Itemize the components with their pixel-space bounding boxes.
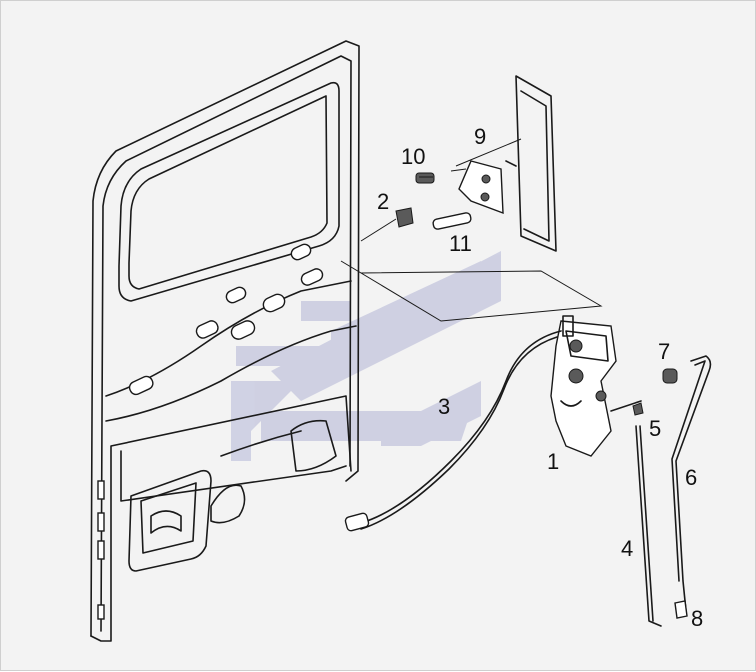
- callout-1: 1: [547, 449, 559, 474]
- cable-3: [344, 330, 562, 532]
- clip-5: [632, 402, 644, 416]
- callout-2: 2: [377, 189, 389, 214]
- callout-3: 3: [438, 394, 450, 419]
- projection-line-2: [360, 218, 397, 242]
- callout-10: 10: [401, 144, 425, 169]
- bushing-7: [662, 368, 678, 384]
- bolt-10: [415, 172, 435, 184]
- callout-6: 6: [685, 465, 697, 490]
- callout-8: 8: [691, 606, 703, 631]
- striker-mounting-panel: [505, 75, 557, 252]
- callout-7: 7: [658, 339, 670, 364]
- clip-8: [674, 600, 688, 619]
- callout-9: 9: [474, 124, 486, 149]
- projection-line-9: [455, 138, 522, 167]
- callout-11: 11: [449, 231, 472, 256]
- rod-4: [610, 400, 662, 627]
- projection-line: [340, 260, 603, 322]
- callout-4: 4: [621, 536, 633, 561]
- rod-6: [671, 355, 712, 612]
- watermark-logo: [231, 251, 501, 461]
- striker-bracket: [458, 160, 504, 215]
- callout-5: 5: [649, 416, 661, 441]
- door-lock-1: [550, 315, 617, 457]
- door-slots: [97, 243, 324, 620]
- leader-9: [450, 168, 467, 172]
- pin-11: [432, 212, 472, 230]
- bolt-2: [395, 207, 414, 228]
- door-frame: [90, 40, 360, 642]
